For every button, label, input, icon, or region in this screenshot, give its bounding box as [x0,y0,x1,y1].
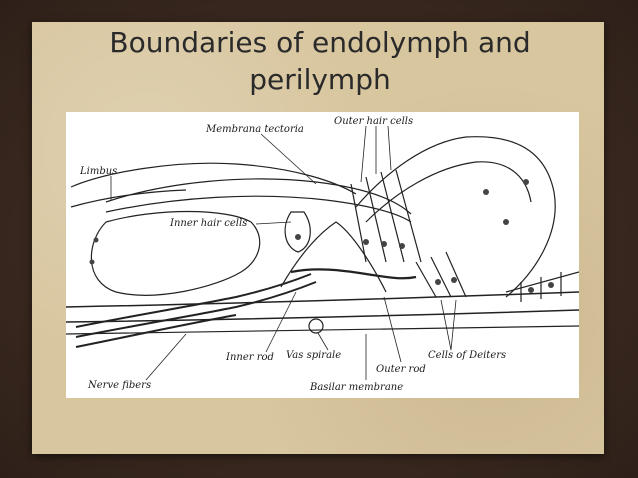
leader-inner-rod [265,291,297,353]
hensen-dome [355,136,556,298]
claudius-cells-top [505,271,579,293]
hensen-nucleus-2 [503,219,509,225]
hensen-nucleus-3 [523,179,529,185]
tympanic-layer [66,325,579,335]
deiters-cell-1 [415,261,437,298]
limbus-upper-edge [70,162,357,195]
inner-hair-cell [284,211,311,253]
title-line-1: Boundaries of endolymph and [109,26,531,59]
label-outer-hair-cells: Outer hair cells [334,116,414,127]
label-limbus: Limbus [80,166,118,177]
diagram-lines [66,136,579,348]
leader-nerve-fibers [145,333,187,381]
organ-of-corti-figure: Membrana tectoria Outer hair cells Limbu… [66,112,579,398]
label-nerve-fibers: Nerve fibers [88,380,152,391]
deiters-cell-3 [445,251,467,298]
leader-cells-of-deiters [440,299,457,351]
label-inner-hair-cells: Inner hair cells [170,218,248,229]
leader-inner-hair-cells [255,221,292,225]
tunnel-of-corti [280,221,387,293]
claudius-nucleus-1 [528,287,534,293]
label-basilar-membrane: Basilar membrane [310,382,404,393]
label-cells-of-deiters: Cells of Deiters [428,350,507,361]
leader-membrana-tectoria [260,133,317,185]
nerve-fiber-1 [75,273,312,328]
spiral-fibers [290,268,417,280]
limbus-nucleus-1 [93,237,99,243]
outer-cell-nucleus-3 [399,243,405,249]
inner-sulcus [90,210,261,296]
organ-of-corti-drawing [66,125,579,381]
slide-title: Boundaries of endolymph and perilymph [60,24,580,98]
outer-hair-cell-4 [395,169,422,263]
deiters-nucleus-2 [451,277,457,283]
leader-vas-spirale [317,332,329,351]
claudius-nucleus-2 [548,282,554,288]
limbus-lower-edge [70,189,187,208]
leader-outer-rod [383,296,402,363]
outer-hair-cell-2 [365,176,387,263]
nerve-fiber-2 [75,281,317,338]
title-line-2: perilymph [249,63,391,96]
outer-cell-nucleus-1 [363,239,369,245]
outer-cell-nucleus-2 [381,241,387,247]
deiters-cell-2 [430,256,452,298]
hensen-nucleus-1 [483,189,489,195]
label-vas-spirale: Vas spirale [286,350,342,361]
vas-spirale [308,318,324,334]
cell-nuclei [89,179,554,293]
limbus-nucleus-2 [89,259,95,265]
deiters-nucleus-1 [435,279,441,285]
label-outer-rod: Outer rod [376,364,426,375]
inner-hair-cell-nucleus [295,234,301,240]
basilar-membrane-top [66,291,579,308]
dome-inner [365,161,532,223]
outer-hair-cell-1 [350,183,367,263]
basilar-membrane-bottom [66,309,579,323]
label-membrana-tectoria: Membrana tectoria [206,124,304,135]
leader-outer-hair-cells [360,125,392,183]
label-inner-rod: Inner rod [226,352,274,363]
membrana-tectoria-lower [105,195,412,223]
nerve-fiber-3 [75,314,237,348]
leader-lines [110,125,457,381]
